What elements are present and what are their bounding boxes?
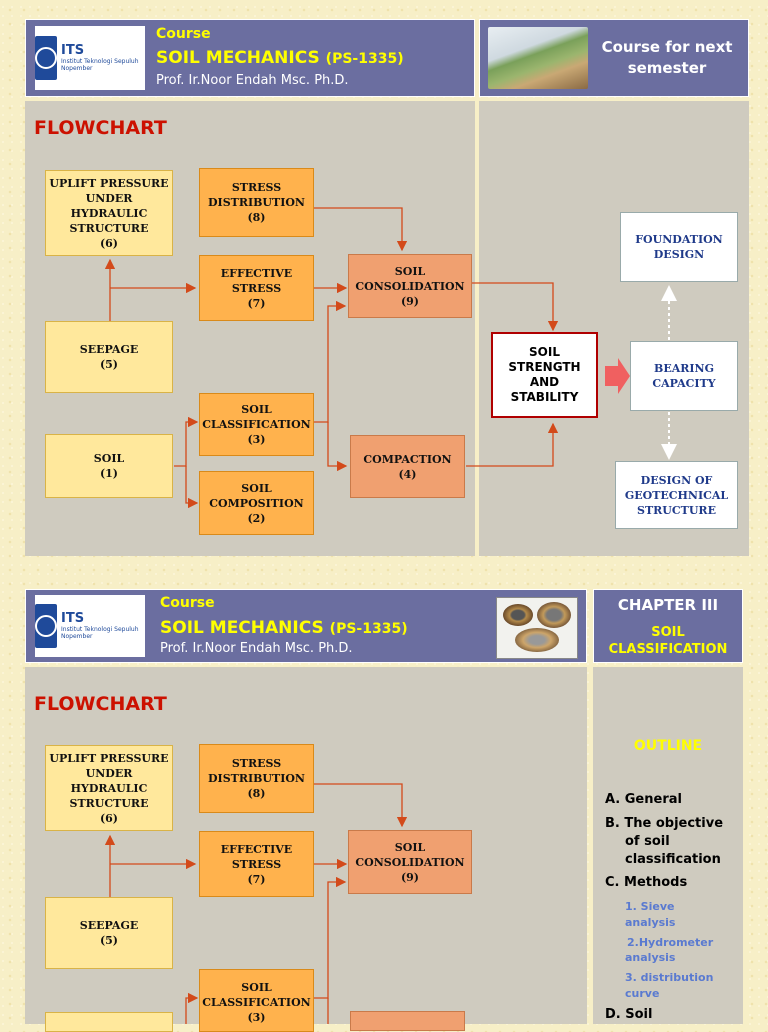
outline-item-a: A. General (605, 792, 682, 807)
outline-title: OUTLINE (633, 738, 703, 754)
outline-item-c: C. Methods (605, 875, 688, 890)
slide2-outline-panel (593, 667, 743, 1024)
outline-sub-2b: analysis (625, 951, 676, 964)
box-soil: SOIL(1) (45, 434, 173, 498)
outline-item-d: D. Soil (605, 1007, 653, 1022)
outline-item-b2: of soil (625, 834, 670, 849)
logo-name-2: ITS (61, 611, 85, 626)
course-title-row-2: SOIL MECHANICS (PS-1335) (160, 618, 408, 638)
logo-name: ITS (61, 43, 85, 58)
outline-sub-2a: 2.Hydrometer (627, 936, 714, 949)
logo-caption-2: Institut Teknologi Sepuluh Nopember (61, 626, 139, 640)
chapter-topic-line1: SOIL (651, 625, 685, 640)
course-label: Course (156, 26, 211, 42)
flowchart-title-2: FLOWCHART (34, 693, 167, 715)
professor-name: Prof. Ir.Noor Endah Msc. Ph.D. (156, 73, 349, 88)
outline-item-b3: classification (625, 852, 721, 867)
chapter-topic-line2: CLASSIFICATION (608, 642, 728, 657)
box-compaction-2-partial (350, 1011, 465, 1031)
box-seepage: SEEPAGE(5) (45, 321, 173, 393)
bearing-arrow-icon (605, 358, 630, 394)
outline-sub-3a: 3. distribution (625, 971, 714, 984)
outline-item-b1: B. The objective (605, 816, 724, 831)
course-next-line2: semester (627, 59, 707, 77)
slide1-side-header: Course for next semester (479, 19, 749, 97)
course-code-2: (PS-1335) (329, 621, 408, 637)
professor-name-2: Prof. Ir.Noor Endah Msc. Ph.D. (160, 641, 353, 656)
logo-caption: Institut Teknologi Sepuluh Nopember (61, 58, 139, 72)
sieve-photo (496, 597, 578, 659)
slide2-chapter-header: CHAPTER III SOIL CLASSIFICATION (593, 589, 743, 663)
outline-sub-3b: curve (625, 987, 660, 1000)
box-seepage-2: SEEPAGE(5) (45, 897, 173, 969)
its-seal-icon (35, 604, 57, 648)
course-label-2: Course (160, 595, 215, 611)
course-title-2: SOIL MECHANICS (160, 618, 324, 638)
landslide-image (488, 27, 588, 89)
its-seal-icon (35, 36, 57, 80)
outline-sub-1b: analysis (625, 916, 676, 929)
box-compaction: COMPACTION(4) (350, 435, 465, 498)
box-soil-2-partial (45, 1012, 173, 1032)
outline-sub-1a: 1. Sieve (625, 900, 675, 913)
chapter-label: CHAPTER III (617, 596, 719, 614)
course-title: SOIL MECHANICS (156, 48, 320, 68)
course-next-text: Course for next semester (592, 37, 742, 79)
slide1-arrows (104, 207, 677, 509)
chapter-topic: SOIL CLASSIFICATION (594, 624, 742, 658)
course-code: (PS-1335) (325, 51, 404, 67)
course-title-row: SOIL MECHANICS (PS-1335) (156, 48, 404, 68)
flowchart-title: FLOWCHART (34, 117, 167, 139)
course-next-line1: Course for next (601, 38, 733, 56)
